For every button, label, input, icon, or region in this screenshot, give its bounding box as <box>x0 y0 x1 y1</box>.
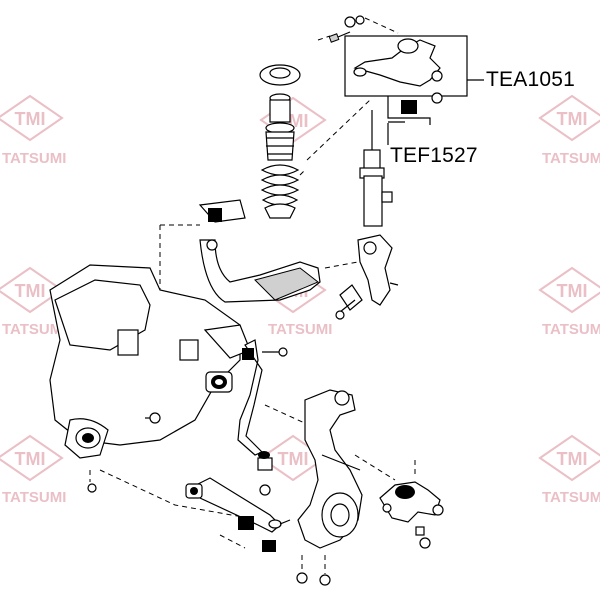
watermark-logo-text: TMI <box>557 449 588 469</box>
watermark-brand-text: TATSUMI <box>2 150 66 167</box>
lower-ball-joint <box>354 454 444 549</box>
watermark-logo-text: TMI <box>15 449 46 469</box>
watermark-brand-text: TATSUMI <box>268 321 332 338</box>
watermark-brand-text: TATSUMI <box>542 489 600 506</box>
callout-upper-arm-part-number: TEA1051 <box>486 68 575 91</box>
strut-tower-bracket <box>159 199 321 305</box>
watermark-logo-text: TMI <box>15 281 46 301</box>
watermark-brand-text: TATSUMI <box>542 321 600 338</box>
strut-assembly <box>299 99 405 227</box>
watermark-logo-text: TMI <box>278 449 309 469</box>
lower-front-arm <box>237 339 321 496</box>
upper-arm-callout-box <box>344 35 468 97</box>
tmi-logo-watermark: TMI <box>538 266 600 314</box>
steering-knuckle-upper <box>324 234 399 320</box>
upper-bolts <box>317 15 399 43</box>
watermark-logo-text: TMI <box>15 109 46 129</box>
upper-control-arm <box>353 39 441 87</box>
callout-strut-part-number: TEF1527 <box>390 144 478 167</box>
watermark-brand-text: TATSUMI <box>2 489 66 506</box>
tmi-logo-watermark: TMI <box>0 434 64 482</box>
bump-stop <box>401 100 417 114</box>
upper-arm-group <box>344 35 484 125</box>
watermark-brand-text: TATSUMI <box>2 321 66 338</box>
front-subframe <box>49 264 261 521</box>
watermark-brand-text: TATSUMI <box>542 150 600 167</box>
tmi-logo-watermark: TMI <box>538 434 600 482</box>
watermark-logo-text: TMI <box>557 281 588 301</box>
strut-mount-parts <box>259 64 301 219</box>
steering-knuckle-lower <box>296 389 363 586</box>
watermark-logo-text: TMI <box>557 109 588 129</box>
lower-rear-arm <box>185 477 291 552</box>
tmi-logo-watermark: TMI <box>0 94 64 142</box>
tmi-logo-watermark: TMI <box>538 94 600 142</box>
